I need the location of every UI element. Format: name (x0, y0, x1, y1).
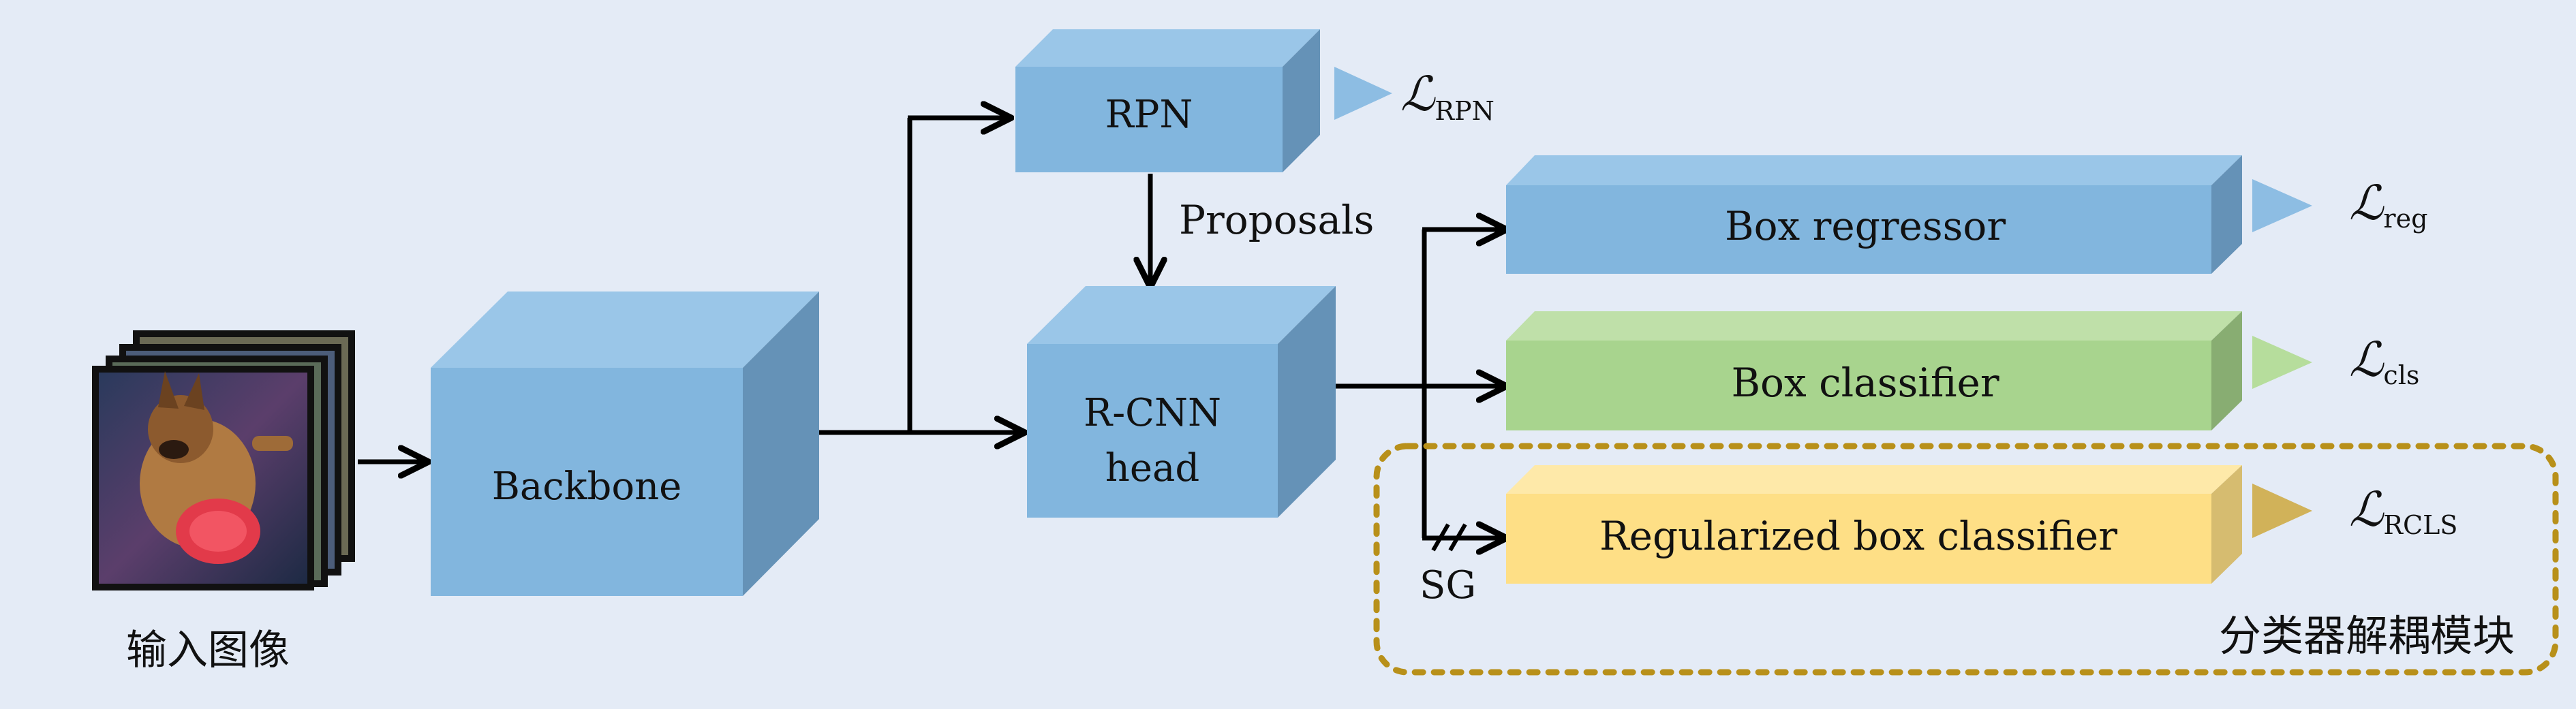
box-classifier-top-face (1506, 311, 2242, 341)
loss-rcls-subscript: RCLS (2383, 510, 2457, 540)
backbone-label: Backbone (492, 464, 682, 509)
loss-reg-text: ℒreg (2349, 175, 2427, 234)
loss-rpn-text: ℒRPN (1400, 66, 1494, 126)
loss-cls-subscript: cls (2383, 360, 2419, 390)
loss-cls-symbol: ℒ (2349, 332, 2385, 388)
box-regressor-top-face (1506, 155, 2242, 185)
rcnn-head-block: R-CNN head (1027, 286, 1336, 518)
rpn-label: RPN (1105, 93, 1193, 137)
box-classifier-label: Box classifier (1731, 360, 1999, 406)
box-classifier-front-face (1506, 341, 2211, 430)
loss-rpn-pointer-icon (1334, 67, 1392, 120)
rpn-side-face (1283, 29, 1320, 172)
rcnn-head-front-face (1027, 344, 1278, 518)
box-classifier-block: Box classifier (1506, 311, 2242, 430)
loss-rcls-symbol: ℒ (2349, 482, 2385, 537)
box-regressor-front-face (1506, 185, 2211, 274)
backbone-top-face (431, 292, 819, 368)
input-image-stack: 输入图像 (92, 330, 355, 674)
rpn-block: RPN (1015, 29, 1320, 172)
loss-rpn-subscript: RPN (1435, 96, 1494, 126)
loss-reg-pointer-icon (2252, 179, 2312, 232)
backbone-side-face (743, 292, 819, 596)
regularized-box-classifier-front-face (1506, 494, 2211, 584)
backbone-front-face (431, 368, 743, 596)
connectors (358, 118, 1504, 550)
loss-rcls-text: ℒRCLS (2349, 482, 2457, 540)
backbone-block: Backbone (431, 292, 819, 596)
loss-cls: ℒcls (2252, 332, 2419, 390)
classifier-decoupling-module-border (1373, 443, 2559, 676)
loss-reg-subscript: reg (2383, 204, 2427, 234)
box-regressor-label: Box regressor (1725, 203, 2006, 249)
loss-rpn: ℒRPN (1334, 66, 1494, 126)
regularized-box-classifier-label: Regularized box classifier (1599, 513, 2117, 559)
rcnn-head-top-face (1027, 286, 1336, 344)
photo-stack-dog-icon (92, 330, 355, 590)
regularized-box-classifier-block: Regularized box classifier (1506, 465, 2242, 584)
rpn-front-face (1015, 67, 1283, 172)
loss-cls-text: ℒcls (2349, 332, 2419, 390)
regularized-box-classifier-side-face (2211, 465, 2242, 584)
input-image-label: 输入图像 (126, 627, 290, 674)
loss-rcls: ℒRCLS (2252, 482, 2457, 540)
loss-rpn-symbol: ℒ (1400, 66, 1436, 122)
loss-reg: ℒreg (2252, 175, 2427, 234)
rpn-top-face (1015, 29, 1320, 67)
loss-rcls-pointer-icon (2252, 484, 2312, 538)
stop-gradient-mark (1431, 523, 1467, 552)
loss-cls-pointer-icon (2252, 336, 2312, 389)
proposals-label: Proposals (1179, 197, 1374, 243)
box-regressor-side-face (2211, 155, 2242, 274)
rcnn-head-side-face (1278, 286, 1336, 518)
loss-reg-symbol: ℒ (2349, 175, 2385, 231)
rcnn-head-label-line1: R-CNN (1084, 391, 1221, 435)
box-classifier-side-face (2211, 311, 2242, 430)
regularized-box-classifier-top-face (1506, 465, 2242, 494)
classifier-decoupling-module-label: 分类器解耦模块 (2219, 611, 2515, 661)
stop-gradient-label: SG (1420, 563, 1476, 608)
box-regressor-block: Box regressor (1506, 155, 2242, 274)
rcnn-head-label-line2: head (1105, 446, 1199, 490)
